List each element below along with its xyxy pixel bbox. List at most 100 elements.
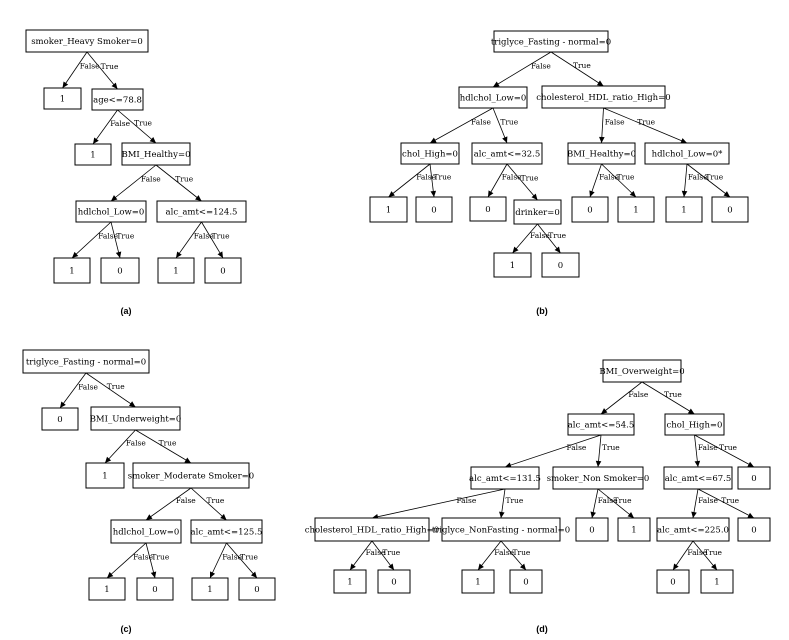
leaf-node: 1 [85, 462, 125, 489]
node-box [602, 359, 682, 383]
edge-label-false: False [687, 548, 707, 557]
node-box [656, 517, 730, 542]
edge-line [226, 542, 258, 579]
node-box [369, 196, 408, 223]
node-label: alc_amt<=32.5 [474, 150, 541, 160]
leaf-node: 0 [100, 257, 140, 284]
edge-label-true: True [134, 119, 152, 128]
split-node: alc_amt<=125.5 [190, 519, 263, 544]
node-label: hdlchol_Low=0 [460, 94, 527, 104]
split-node: alc_amt<=131.5 [469, 466, 541, 490]
edge-line [190, 487, 227, 521]
arrowhead-icon [195, 195, 202, 201]
node-label: 1 [60, 95, 65, 105]
arrowhead-icon [72, 251, 79, 258]
tree-edge-true: True [190, 487, 227, 521]
node-box [74, 143, 112, 166]
split-node: alc_amt<=225.0 [656, 517, 730, 542]
node-label: 0 [254, 585, 259, 595]
node-label: 0 [152, 585, 157, 595]
edge-label-true: True [206, 496, 224, 505]
leaf-node: 0 [737, 466, 771, 490]
node-label: 0 [751, 474, 756, 484]
node-box [191, 577, 229, 601]
edge-line [371, 488, 506, 519]
tree-edge-false: False [145, 487, 196, 521]
edge-line [429, 107, 494, 144]
edge-label-true: True [602, 443, 620, 452]
tree-edge-true: True [601, 163, 637, 198]
split-node: smoker_Non Smoker=0 [547, 466, 649, 490]
edge-line [603, 107, 688, 144]
node-box [75, 200, 147, 223]
edge-line [504, 434, 602, 468]
node-label: 1 [681, 206, 686, 216]
node-label: BMI_Healthy=0 [567, 150, 636, 160]
node-label: 1 [69, 267, 74, 277]
tree-edge-true: True [371, 540, 401, 571]
node-label: alc_amt<=225.0 [657, 526, 729, 536]
node-box [25, 29, 149, 53]
arrowhead-icon [589, 190, 595, 197]
edge-label-true: True [151, 552, 169, 561]
edge-label-true: True [637, 117, 655, 126]
arrowhead-icon [681, 190, 688, 197]
node-label: 1 [90, 151, 95, 161]
edge-line [62, 51, 88, 89]
edge-label-true: True [116, 232, 134, 241]
edge-label-false: False [599, 173, 619, 182]
arrowhead-icon [747, 512, 754, 518]
panel-label-b: (b) [536, 306, 548, 316]
edge-label-false: False [698, 443, 718, 452]
split-node: hdlchol_Low=0 [458, 86, 528, 109]
tree-edge-false: False [504, 434, 602, 468]
tree-edge-false: False [590, 488, 618, 519]
arrowhead-icon [694, 460, 701, 467]
node-label: triglyce_Fasting - normal=0 [26, 358, 146, 368]
tree-edge-false: False [106, 542, 154, 579]
leaf-node: 0 [238, 577, 276, 601]
edge-label-true: True [521, 174, 539, 183]
node-box [541, 85, 666, 109]
node-box [617, 517, 651, 542]
edge-label-true: True [614, 496, 632, 505]
tree-edge-true: True [550, 51, 604, 87]
edge-label-true: True [434, 173, 452, 182]
leaf-node: 0 [656, 569, 690, 594]
tree-edge-true: True [603, 107, 688, 144]
node-box [571, 196, 609, 223]
arrowhead-icon [250, 571, 257, 578]
tree-edge-false: False [209, 542, 243, 579]
node-box [493, 252, 532, 278]
split-node: triglyce_Fasting - normal=0 [491, 30, 611, 53]
edge-label-true: True [175, 175, 193, 184]
node-box [43, 87, 82, 110]
edge-label-false: False [494, 548, 514, 557]
arrowhead-icon [478, 563, 484, 570]
edge-label-true: True [704, 548, 722, 557]
split-node: chol_High=0 [400, 142, 460, 165]
edge-label-false: False [698, 496, 718, 505]
tree-edge-true: True [641, 381, 695, 415]
split-node: chol_High=0 [664, 413, 725, 436]
edge-line [145, 542, 156, 579]
node-box [314, 517, 430, 542]
tree-edge-false: False [388, 163, 437, 198]
arrowhead-icon [217, 251, 223, 258]
edge-label-false: False [110, 119, 130, 128]
node-box [458, 86, 528, 109]
node-label: alc_amt<=54.5 [568, 421, 635, 431]
arrowhead-icon [430, 137, 437, 143]
node-box [90, 406, 181, 431]
node-box [700, 569, 734, 594]
node-label: 0 [220, 267, 225, 277]
tree-edge-false: False [477, 540, 515, 571]
node-label: alc_amt<=67.5 [665, 474, 732, 484]
node-box [471, 142, 543, 165]
tree-edge-false: False [104, 429, 146, 464]
edge-label-false: False [471, 117, 491, 126]
arrowhead-icon [590, 511, 596, 518]
split-node: BMI_Healthy=0 [567, 142, 636, 165]
tree-edge-false: False [59, 372, 99, 409]
node-label: cholesterol_HDL_ratio_High=0 [536, 93, 670, 103]
